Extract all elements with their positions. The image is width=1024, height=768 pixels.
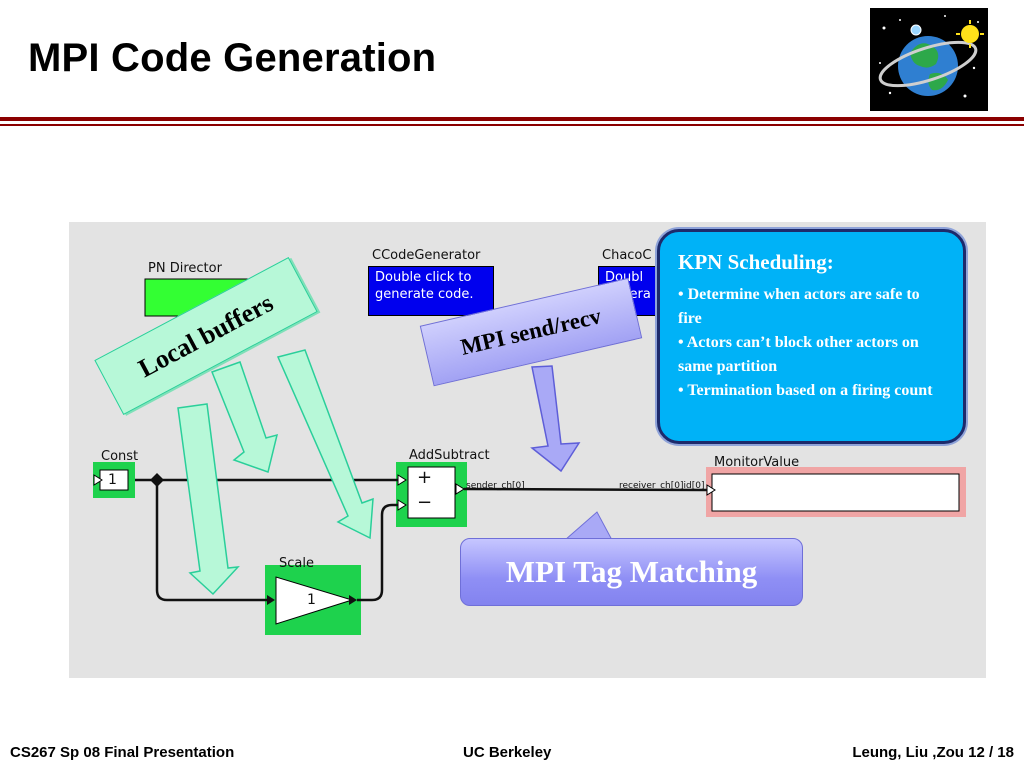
ccode-generator-label: CCodeGenerator [372,248,481,263]
mpi-tag-matching-callout: MPI Tag Matching [460,538,803,606]
receiver-port-label: receiver_ch[0]id[0] [619,481,705,491]
monitor-value-label: MonitorValue [714,455,800,470]
scale-label: Scale [279,556,314,571]
ccode-generator-text-line2: generate code. [375,287,474,302]
scale-value: 1 [307,592,316,608]
const-label: Const [101,449,139,464]
minus-sign: − [417,492,433,513]
footer-institution: UC Berkeley [463,744,552,761]
kpn-scheduling-box: KPN Scheduling: • Determine when actors … [657,229,966,444]
title-divider-thin [0,124,1024,126]
kpn-item-text: Actors can’t block other actors on same … [678,334,919,375]
plus-sign: + [417,467,433,488]
chaco-label: ChacoC [602,248,652,263]
add-subtract-label: AddSubtract [409,448,490,463]
slide-title: MPI Code Generation [28,36,437,80]
ccode-generator-text-line1: Double click to [375,270,472,285]
ccode-generator-button[interactable]: Double click to generate code. [368,266,494,316]
footer-course: CS267 Sp 08 Final Presentation [10,744,235,761]
kpn-item-text: Determine when actors are safe to fire [678,286,920,327]
kpn-item-text: Termination based on a firing count [687,382,933,399]
kpn-title: KPN Scheduling: [678,250,834,274]
sender-port-label: sender_ch[0] [466,481,525,491]
footer-authors-page: Leung, Liu ,Zou 12 / 18 [852,744,1014,761]
kpn-item: • Termination based on a firing count [678,382,933,399]
kpn-item: • Determine when actors are safe to fire [678,286,920,327]
globe-logo-icon [870,8,988,111]
pn-director-label: PN Director [148,261,222,276]
const-value: 1 [108,472,117,488]
title-divider [0,117,1024,121]
kpn-item: • Actors can’t block other actors on sam… [678,334,919,375]
